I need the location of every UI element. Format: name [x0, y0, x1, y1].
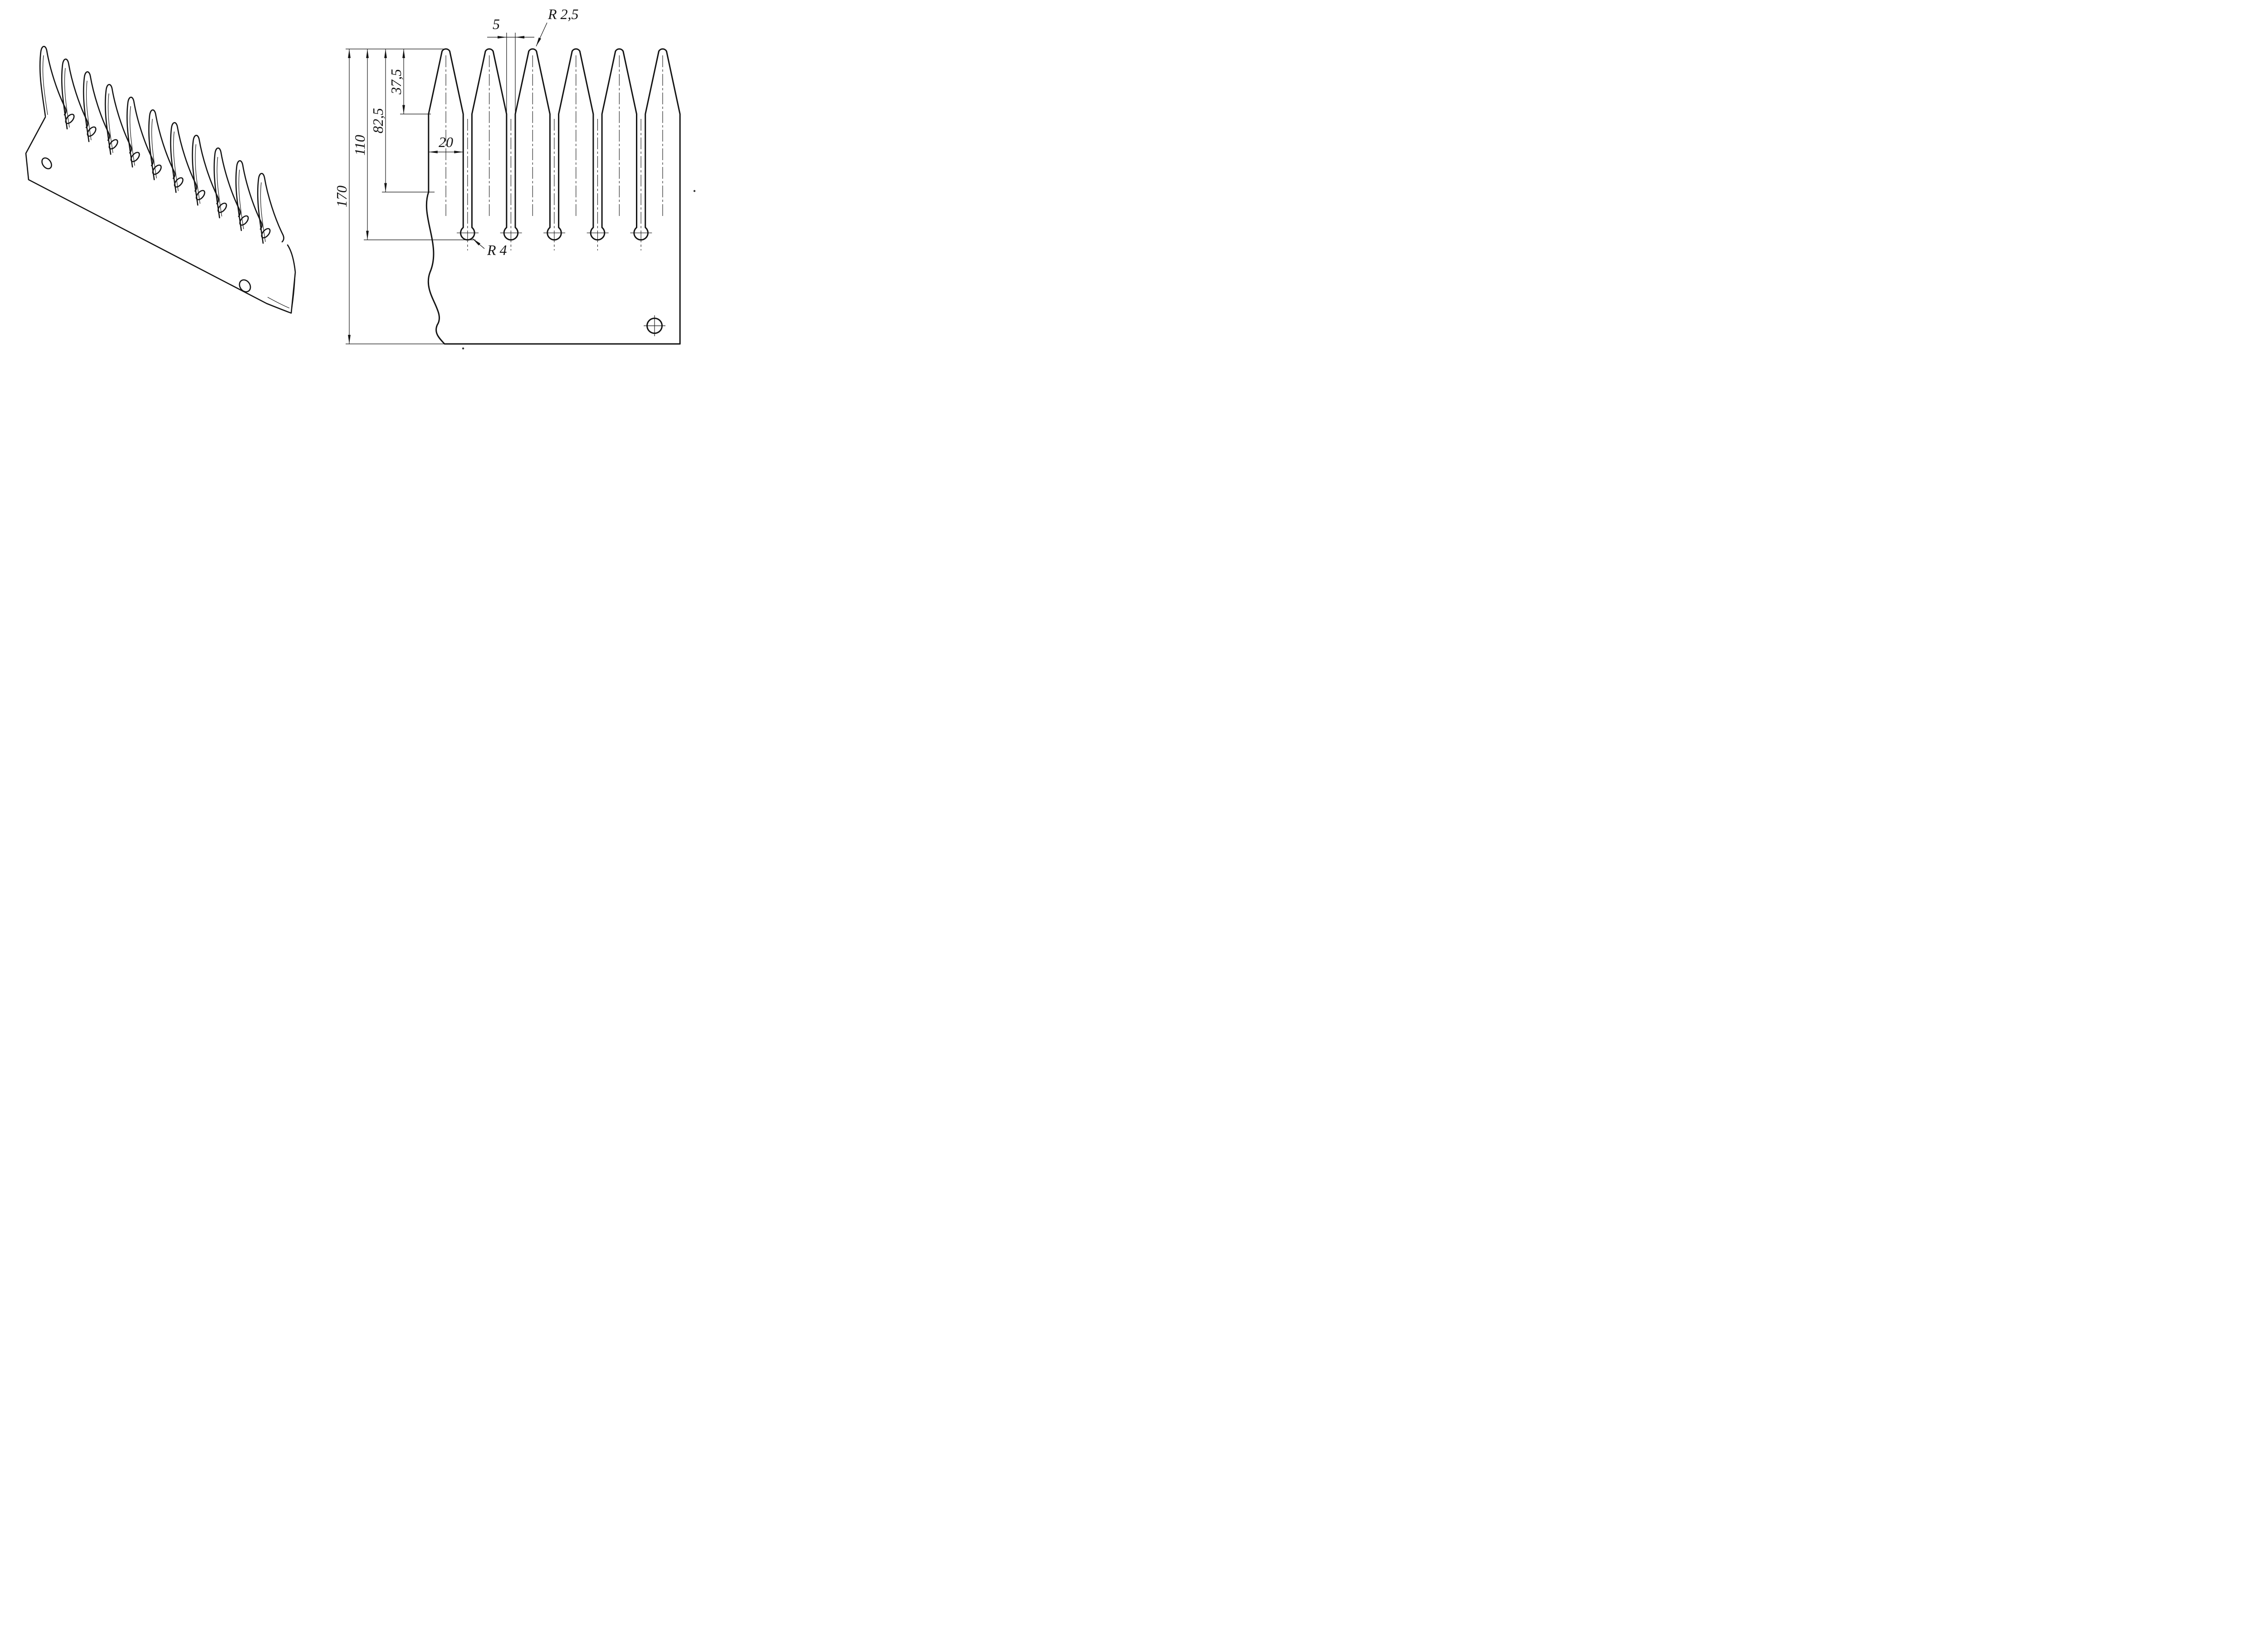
front-part-outline: [425, 48, 681, 345]
iso-tooth: [257, 172, 284, 244]
iso-slot-balls: [64, 112, 272, 240]
iso-flange-edge-line: [267, 297, 290, 309]
drawing-sheet: 170 110 82,5 37,5 20 5: [0, 0, 697, 350]
front-view: [425, 48, 681, 345]
leader-line-r2-5: [536, 22, 547, 47]
dim-label-r2-5: R 2,5: [547, 6, 579, 22]
dim-label-r4: R 4: [487, 242, 507, 258]
iso-slot-ball: [129, 150, 142, 164]
dim-left-edge-height: 82,5: [370, 49, 387, 192]
dim-taper-length: 37,5: [388, 49, 405, 114]
iso-teeth-thickness-lines: [42, 55, 266, 242]
artifact-speck: [462, 347, 464, 350]
iso-teeth: [39, 45, 284, 244]
iso-slot-ball: [172, 176, 185, 189]
technical-drawing: 170 110 82,5 37,5 20 5: [25, 6, 696, 350]
dim-tooth-width: 20: [428, 134, 464, 153]
iso-slot-ball: [85, 125, 98, 138]
iso-slot-ball: [64, 112, 76, 126]
iso-slot-ball: [259, 226, 272, 240]
iso-slot-ball: [107, 137, 120, 151]
dim-tip-radius: R 2,5: [536, 6, 579, 47]
isometric-view: [25, 45, 296, 314]
dim-label-82-5: 82,5: [370, 108, 386, 133]
dim-label-5: 5: [493, 16, 500, 32]
dim-slot-width: 5: [487, 16, 534, 116]
iso-slot-ball: [238, 214, 250, 227]
dim-label-37-5: 37,5: [388, 69, 404, 95]
dim-label-110: 110: [352, 135, 368, 156]
iso-hole-left: [41, 157, 52, 170]
dim-total-height: 170: [333, 49, 351, 344]
iso-slot-ball: [216, 201, 229, 215]
dim-slot-end-radius: R 4: [472, 238, 507, 258]
artifact-speck: [693, 190, 696, 192]
iso-plate-outline: [25, 116, 296, 314]
iso-slot-ball: [194, 188, 207, 202]
iso-flange-fold-line: [291, 272, 296, 314]
dimensions: 170 110 82,5 37,5 20 5: [333, 6, 579, 344]
dim-label-170: 170: [333, 186, 350, 207]
tooth-centerlines: [445, 55, 663, 217]
front-hole: [644, 315, 665, 336]
leader-line-r4: [472, 238, 485, 249]
dim-slot-depth: 110: [352, 49, 369, 240]
iso-slot-ball: [151, 163, 163, 176]
dim-label-20: 20: [439, 134, 453, 150]
iso-hole-right: [239, 279, 251, 293]
slot-centerlines: [457, 119, 652, 250]
